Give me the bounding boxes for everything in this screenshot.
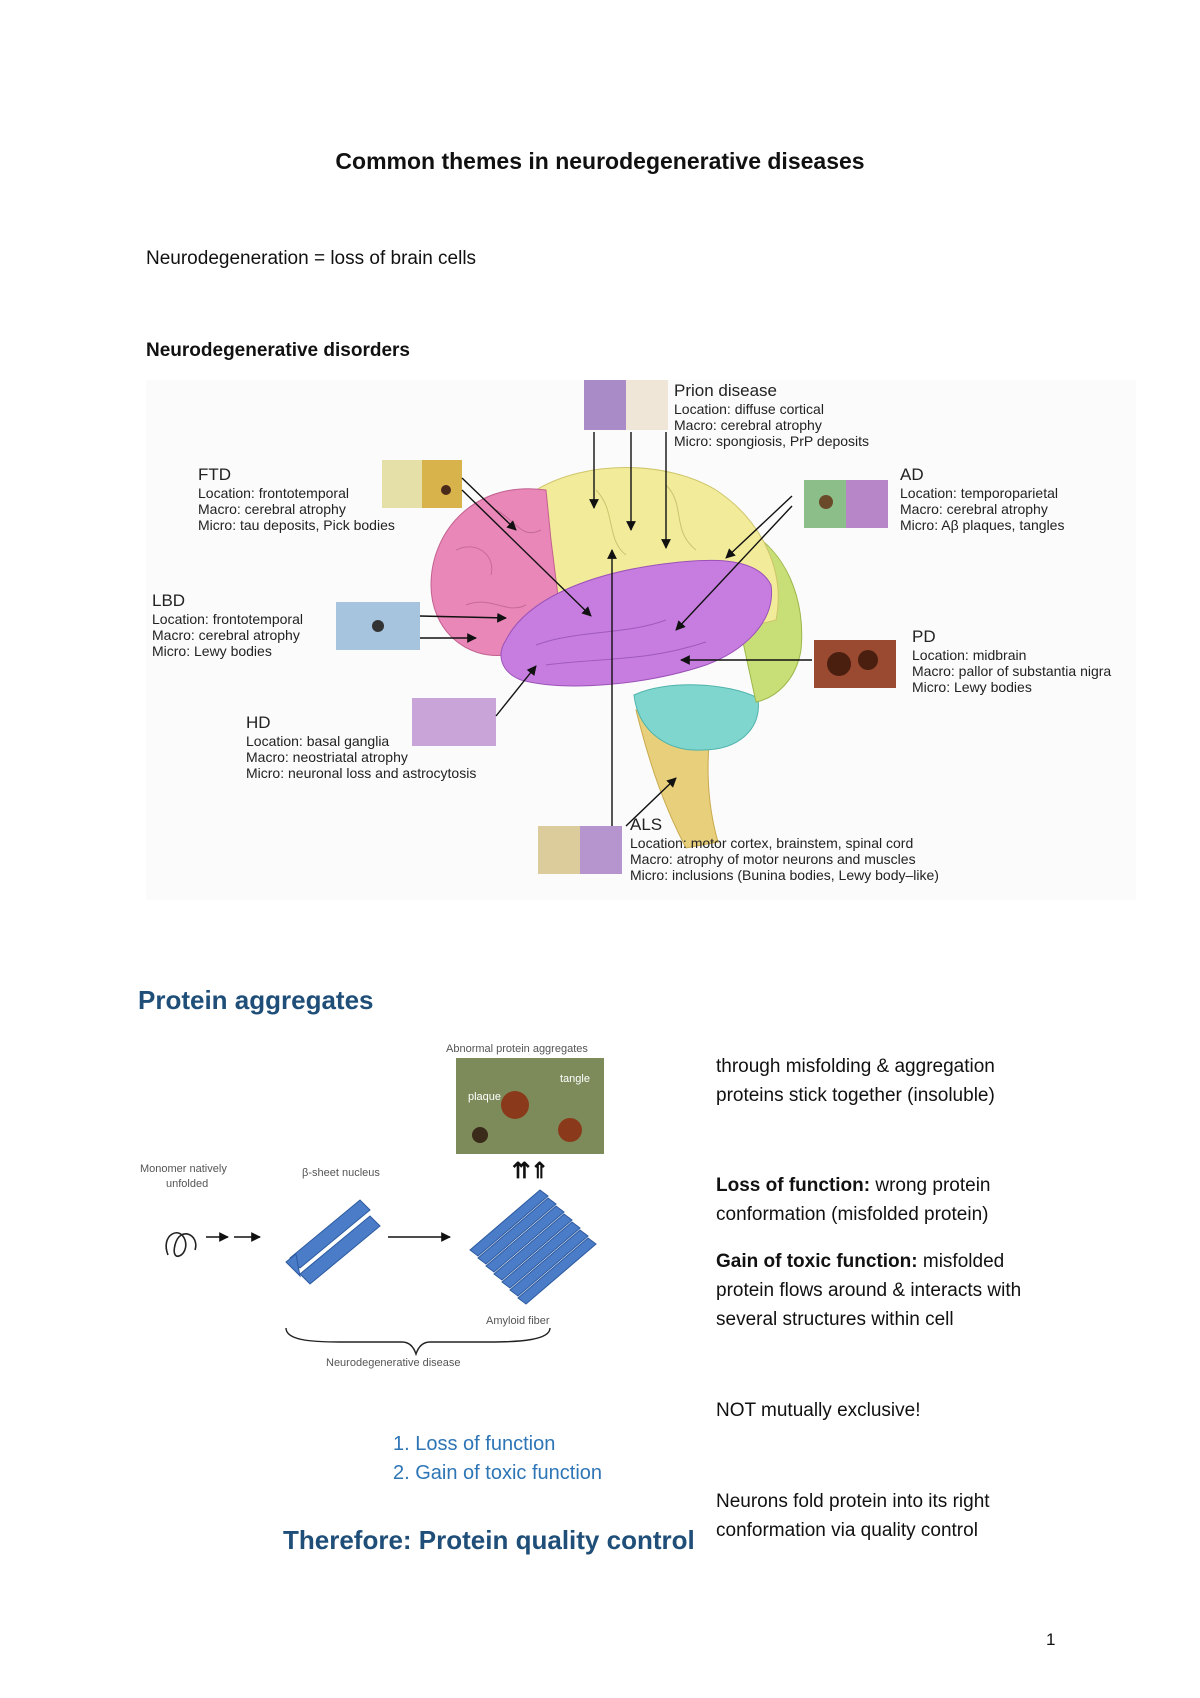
not-exclusive-note: NOT mutually exclusive! (716, 1400, 921, 1421)
qc-line-1: Neurons fold protein into its right (716, 1491, 990, 1512)
page-number: 1 (1046, 1630, 1056, 1649)
gof-text-2: protein flows around & interacts with (716, 1280, 1022, 1301)
notes-loss-of-function: Loss of function: wrong protein conforma… (716, 1171, 1156, 1229)
document-title: Common themes in neurodegenerative disea… (335, 148, 865, 174)
pd-macro: Macro: pallor of substantia nigra (912, 663, 1111, 679)
ad-title: AD (900, 465, 924, 484)
ad-macro: Macro: cerebral atrophy (900, 501, 1048, 517)
note-line-2: proteins stick together (insoluble) (716, 1085, 995, 1106)
therefore-heading: Therefore: Protein quality control (283, 1525, 695, 1555)
lbd-macro: Macro: cerebral atrophy (152, 627, 300, 643)
brain-disorders-figure: Prion disease Location: diffuse cortical… (146, 380, 1136, 900)
tangle-label: tangle (560, 1073, 590, 1085)
note-line-1: through misfolding & aggregation (716, 1056, 995, 1077)
gof-text-1: misfolded (917, 1251, 1005, 1272)
prion-micrograph-2 (626, 380, 668, 430)
prion-macro: Macro: cerebral atrophy (674, 417, 822, 433)
prion-micro: Micro: spongiosis, PrP deposits (674, 433, 869, 449)
list-item: 1. Loss of function (393, 1433, 556, 1455)
disorders-heading: Neurodegenerative disorders (146, 340, 410, 361)
hd-micro: Micro: neuronal loss and astrocytosis (246, 765, 476, 781)
gof-text-3: several structures within cell (716, 1309, 954, 1330)
notes-aggregation: through misfolding & aggregation protein… (716, 1052, 1156, 1110)
nucleus-label: β-sheet nucleus (302, 1167, 380, 1179)
pd-micro: Micro: Lewy bodies (912, 679, 1032, 695)
ftd-micrograph-2 (422, 460, 462, 508)
hd-macro: Macro: neostriatal atrophy (246, 749, 408, 765)
neurodegeneration-definition: Neurodegeneration = loss of brain cells (146, 248, 477, 269)
als-macro: Macro: atrophy of motor neurons and musc… (630, 851, 916, 867)
notes-gain-of-function: Gain of toxic function: misfolded protei… (716, 1247, 1156, 1334)
als-micrograph-2 (580, 826, 622, 874)
beta-sheet-nucleus (285, 1199, 381, 1285)
qc-line-2: conformation via quality control (716, 1520, 978, 1541)
plaque-label: plaque (468, 1091, 501, 1103)
ftd-micro: Micro: tau deposits, Pick bodies (198, 517, 395, 533)
ftd-macro: Macro: cerebral atrophy (198, 501, 346, 517)
ad-micro: Micro: Aβ plaques, tangles (900, 517, 1064, 533)
unfolded-monomer (165, 1232, 197, 1257)
temporal-gyri (535, 619, 707, 666)
ftd-micrograph-1 (382, 460, 422, 508)
ftd-title: FTD (198, 465, 231, 484)
pd-micrograph (814, 640, 896, 688)
disease-brace (285, 1327, 551, 1357)
prion-micrograph-1 (584, 380, 626, 430)
function-list: 1. Loss of function 2. Gain of toxic fun… (393, 1430, 602, 1488)
als-micrograph-1 (538, 826, 580, 874)
lof-text-2: conformation (misfolded protein) (716, 1204, 989, 1225)
cerebellum (633, 684, 759, 751)
lof-label: Loss of function: (716, 1175, 871, 1196)
monomer-label-1: Monomer natively (140, 1163, 227, 1175)
aggregates-label: Abnormal protein aggregates (446, 1043, 588, 1055)
pd-location: Location: midbrain (912, 647, 1026, 663)
als-title: ALS (630, 815, 662, 834)
protein-aggregation-figure: Abnormal protein aggregates tangle plaqu… (140, 1043, 604, 1369)
list-item: 2. Gain of toxic function (393, 1462, 603, 1484)
frontal-gyri (455, 509, 542, 609)
prion-location: Location: diffuse cortical (674, 401, 824, 417)
up-arrows: ⇈⇑ (512, 1158, 549, 1183)
als-location: Location: motor cortex, brainstem, spina… (630, 835, 913, 851)
amyloid-fiber-label: Amyloid fiber (486, 1315, 550, 1327)
ftd-location: Location: frontotemporal (198, 485, 349, 501)
notes-quality-control: Neurons fold protein into its right conf… (716, 1487, 1156, 1545)
pointer-arrows (419, 432, 812, 827)
amyloid-fiber (469, 1189, 597, 1305)
hd-title: HD (246, 713, 271, 732)
lbd-title: LBD (152, 591, 185, 610)
lof-text-1: wrong protein (870, 1175, 991, 1196)
prion-title: Prion disease (674, 381, 777, 400)
temporal-lobe (500, 559, 773, 687)
als-micro: Micro: inclusions (Bunina bodies, Lewy b… (630, 867, 939, 883)
pd-title: PD (912, 627, 936, 646)
gof-label: Gain of toxic function: (716, 1251, 918, 1272)
ad-micrograph-2 (846, 480, 888, 528)
lbd-micro: Micro: Lewy bodies (152, 643, 272, 659)
lbd-location: Location: frontotemporal (152, 611, 303, 627)
ad-location: Location: temporoparietal (900, 485, 1058, 501)
protein-aggregates-heading: Protein aggregates (138, 985, 374, 1015)
monomer-label-2: unfolded (166, 1178, 208, 1190)
parietal-gyri (595, 484, 697, 556)
disease-label: Neurodegenerative disease (326, 1357, 461, 1369)
hd-micrograph (412, 698, 496, 746)
hd-location: Location: basal ganglia (246, 733, 389, 749)
